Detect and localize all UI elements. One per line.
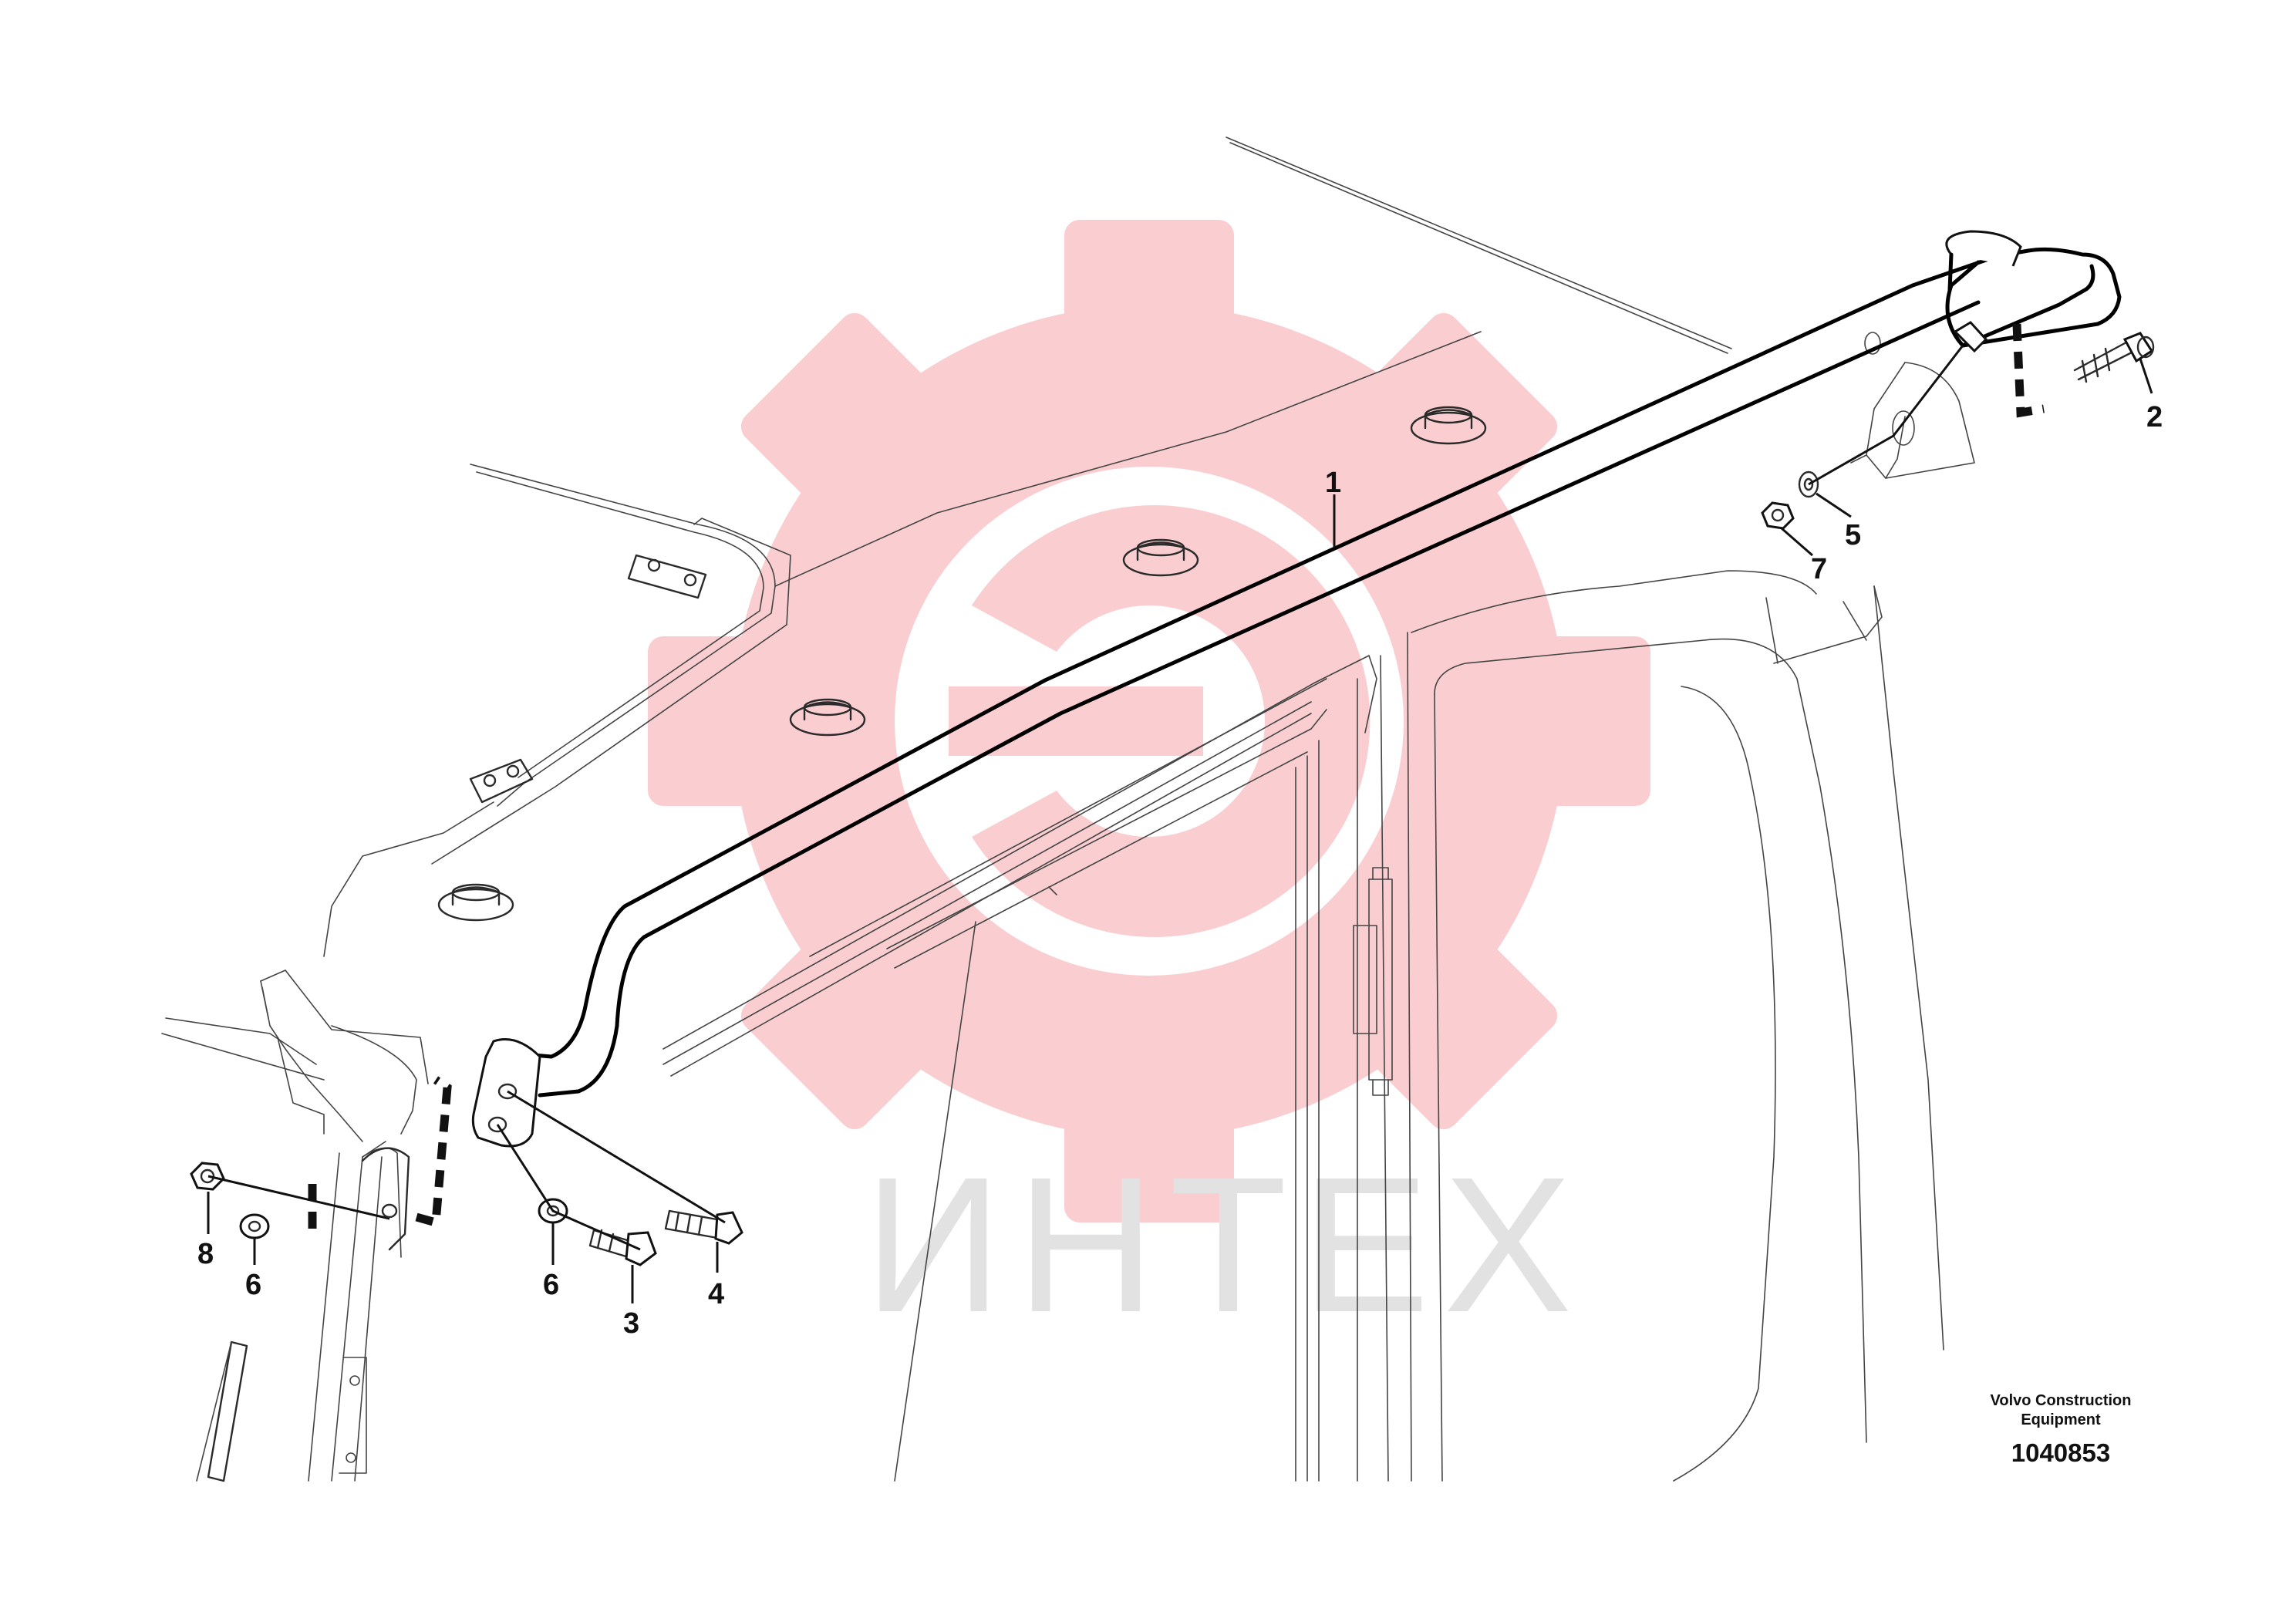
attach-line-left-a [415, 1076, 452, 1229]
nut-item-8 [190, 1162, 225, 1191]
callout-8: 8 [197, 1238, 214, 1270]
rail-plate [469, 758, 534, 804]
roof-bolt [1410, 406, 1487, 445]
callout-6-right: 6 [543, 1269, 559, 1301]
assembly-axis-left-upper [507, 1090, 726, 1224]
nut-item-7 [1761, 501, 1795, 530]
callout-4: 4 [708, 1278, 724, 1310]
callout-5: 5 [1845, 519, 1861, 551]
handrail [471, 230, 2122, 1148]
credit-line-2: Equipment [2021, 1411, 2101, 1428]
mounting-lug [361, 1147, 410, 1251]
rail-plate [627, 554, 707, 599]
bolt-item-2 [2073, 332, 2155, 383]
cab-body [161, 137, 1975, 1482]
gear-logo-icon [648, 220, 1650, 1222]
washer-item-5 [1798, 470, 1819, 498]
bolt-item-3 [588, 1229, 657, 1266]
callout-leaders [207, 358, 2153, 1303]
roof-bolt [437, 883, 514, 922]
roof-bolt [1122, 538, 1199, 577]
assembly-axis-left-nut [207, 1175, 390, 1220]
callout-3: 3 [623, 1307, 639, 1340]
bolt-item-4 [664, 1209, 743, 1245]
callout-7: 7 [1811, 553, 1827, 585]
washer-item-6-left [239, 1213, 270, 1239]
document-number: 1040853 [2011, 1438, 2110, 1467]
callout-6-left: 6 [245, 1269, 261, 1301]
assembly-axis-right [1808, 345, 1964, 486]
callout-2: 2 [2146, 401, 2163, 433]
watermark: ИНТЕХ [648, 220, 1650, 1352]
credit-line-1: Volvo Construction [1991, 1392, 2132, 1409]
attach-line-right [2012, 323, 2045, 418]
watermark-text: ИНТЕХ [864, 1137, 1586, 1352]
assembly-axis-left-lower [496, 1124, 641, 1251]
roof-bolt [789, 698, 866, 737]
callout-1: 1 [1325, 467, 1341, 499]
